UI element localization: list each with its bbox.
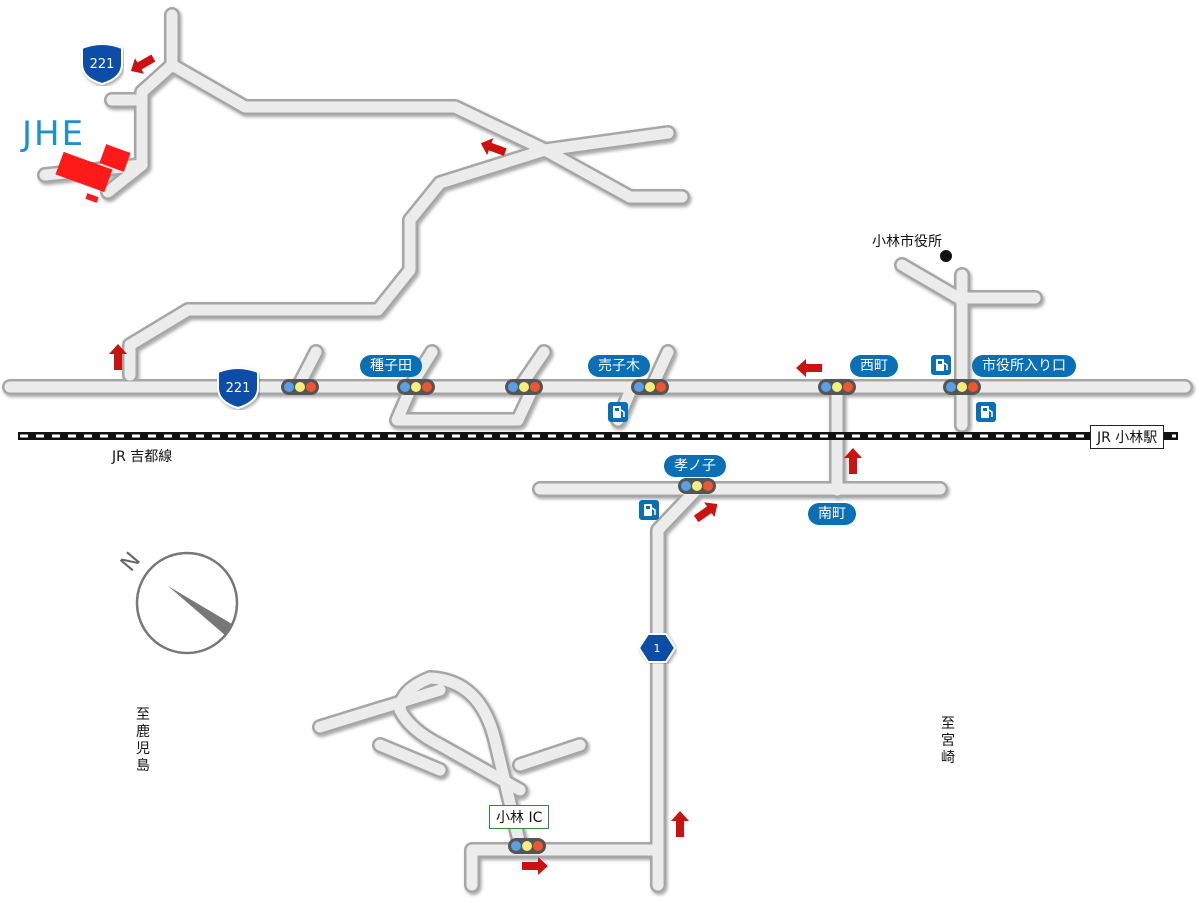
traffic-signal-icon [281,379,319,395]
konoko-label: 孝ノ子 [664,455,726,477]
to-miyazaki-label: 至宮崎 [941,716,955,766]
gas-stations [608,355,996,520]
gas-station-icon [931,355,951,375]
jhe-building-icon [55,144,131,203]
direction-arrow-icon [671,811,689,837]
traffic-signal-icon [508,838,546,854]
direction-arrow-icon [480,138,507,156]
route-shield-icon [81,43,123,86]
jr-kitto-line-track [18,432,1178,440]
traffic-signal-icon [678,478,716,494]
direction-arrow-icon [844,448,862,474]
jr-kitto-line-label: JR 吉都線 [112,449,173,465]
prefectural-route-icon [637,633,677,663]
minamimachi-label: 南町 [808,503,856,525]
gas-station-icon [608,402,628,422]
expressway-name: 宮崎自動車道 [725,733,809,750]
direction-arrow-icon [109,344,127,370]
compass-icon [135,551,239,655]
nishimachi-label: 西町 [850,355,898,377]
gas-station-icon [639,500,659,520]
route-shield-icon [217,367,259,410]
traffic-signals [281,379,981,854]
roads [2,7,1193,893]
traffic-signal-icon [818,379,856,395]
compass-north: N [116,548,146,577]
direction-arrow-icon [130,54,156,74]
route-221-main-label: 221 [226,381,251,396]
traffic-signal-icon [397,379,435,395]
direction-arrows [109,54,862,875]
urikogi-label: 売子木 [588,355,650,377]
traffic-signal-icon [943,379,981,395]
traffic-signal-icon [505,379,543,395]
city-hall-entrance-label: 市役所入り口 [972,355,1076,377]
jhe-logo: JHE [20,114,85,154]
to-kagoshima-label: 至鹿児島 [136,707,150,774]
route-221-top-label: 221 [90,57,115,72]
pref-route-1-label: 1 [654,642,661,655]
direction-arrow-icon [693,502,718,523]
jr-kobayashi-station-label: JR 小林駅 [1090,425,1165,449]
traffic-signal-icon [631,379,669,395]
direction-arrow-icon [796,359,822,377]
city-hall-label: 小林市役所 [872,234,942,250]
tanekoda-label: 種子田 [360,355,422,377]
city-hall-marker [940,250,952,262]
direction-arrow-icon [522,857,548,875]
kobayashi-ic-label: 小林 IC [489,805,550,829]
gas-station-icon [976,402,996,422]
